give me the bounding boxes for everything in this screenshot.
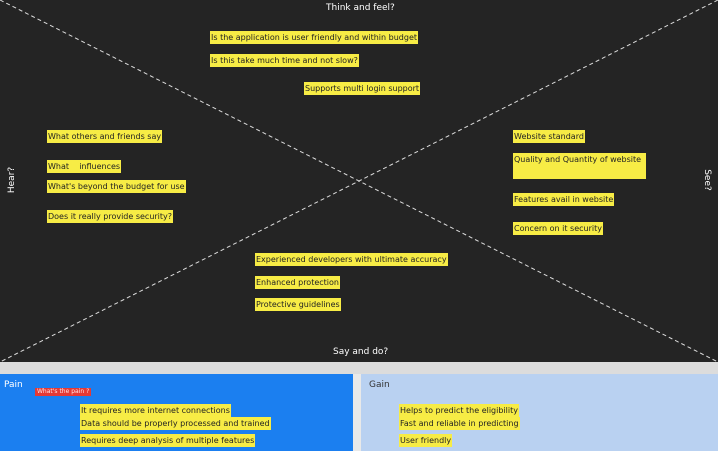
sticky-note[interactable]: User friendly [399,434,453,447]
sticky-note[interactable]: Supports multi login support [304,82,421,95]
sticky-note[interactable]: Is this take much time and not slow? [210,54,359,67]
sticky-note[interactable]: Fast and reliable in predicting [399,417,520,430]
sticky-note[interactable]: It requires more internet connections [80,404,231,417]
sticky-note[interactable]: Enhanced protection [255,276,340,289]
sticky-note[interactable]: Website standard [513,130,585,143]
see-label: See? [702,169,712,191]
sticky-note[interactable]: Protective guidelines [255,298,341,311]
sticky-note[interactable]: What others and friends say [47,130,163,143]
pain-panel: Pain What's the pain ? It requires more … [0,374,353,451]
sticky-note[interactable]: Helps to predict the eligibility [399,404,519,417]
diagonal-dividers [0,0,718,362]
sticky-note[interactable]: Data should be properly processed and tr… [80,417,271,430]
think-feel-label: Think and feel? [326,3,395,13]
gain-title: Gain [369,380,390,390]
sticky-note[interactable]: Is the application is user friendly and … [210,31,419,44]
say-do-label: Say and do? [333,347,389,357]
divider-strip [0,362,718,374]
sticky-note[interactable]: Does it really provide security? [47,210,174,223]
empathy-map: Think and feel? Say and do? Hear? See? I… [0,0,718,362]
sticky-note[interactable]: Quality and Quantity of website [513,153,646,179]
sticky-note[interactable]: Requires deep analysis of multiple featu… [80,434,256,447]
gain-panel: Gain Helps to predict the eligibility Fa… [361,374,718,451]
diagonal-line-up [0,0,718,362]
sticky-note[interactable]: Experienced developers with ultimate acc… [255,253,448,266]
pain-title: Pain [4,380,23,390]
pain-question-tag[interactable]: What's the pain ? [35,388,92,396]
hear-label: Hear? [7,166,17,194]
sticky-note[interactable]: What influences [47,160,122,173]
sticky-note[interactable]: Concern on it security [513,222,603,235]
sticky-note[interactable]: Features avail in website [513,193,615,206]
sticky-note[interactable]: What's beyond the budget for use [47,180,186,193]
